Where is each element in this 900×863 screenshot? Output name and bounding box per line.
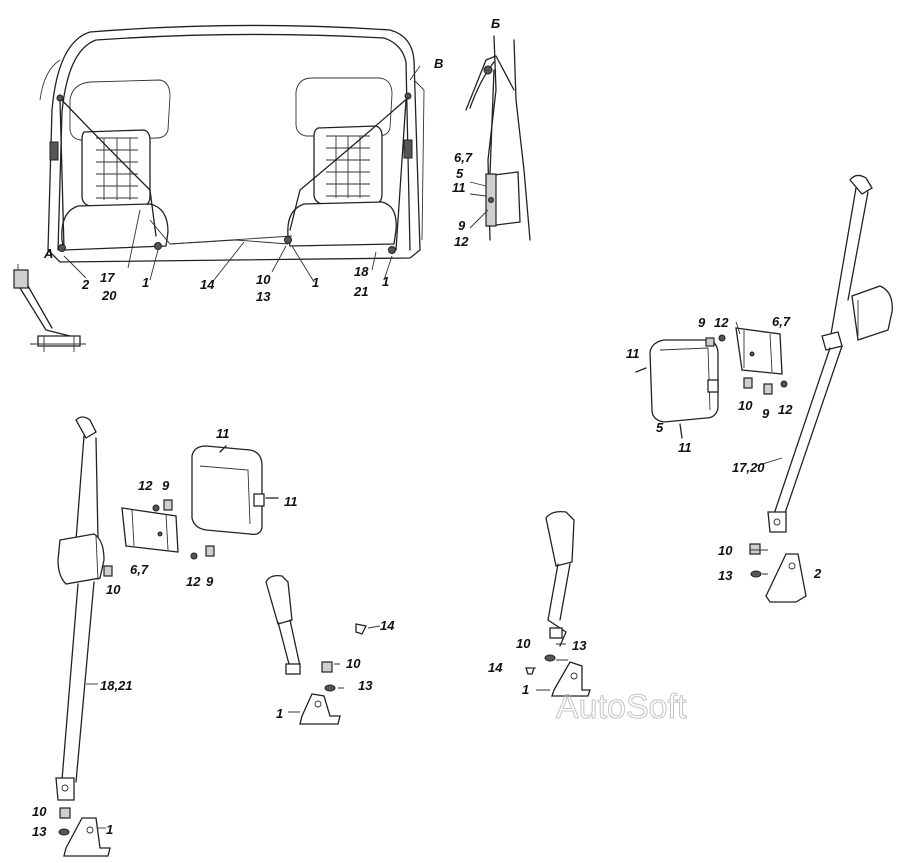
- callout-c7: 13: [256, 289, 271, 304]
- callout-c41: 1: [106, 822, 113, 837]
- callout-c27: 10: [718, 543, 733, 558]
- callout-c11: 1: [382, 274, 389, 289]
- callout-a2: Б: [491, 16, 500, 31]
- callout-c29: 2: [813, 566, 822, 581]
- callout-c23: 12: [778, 402, 793, 417]
- callout-c13: 5: [456, 166, 464, 181]
- callout-c46: 10: [516, 636, 531, 651]
- callout-c5: 14: [200, 277, 215, 292]
- left-seat: [61, 129, 169, 251]
- callout-c48: 14: [488, 660, 503, 675]
- view-b-detail: [465, 35, 531, 241]
- callout-c30: 11: [216, 426, 230, 441]
- callout-c10: 21: [353, 284, 368, 299]
- right-seat: [287, 125, 397, 247]
- belt-17-20: [755, 174, 893, 533]
- callout-c18: 12: [714, 315, 729, 330]
- callout-c4: 1: [142, 275, 149, 290]
- cover-panel-left: [103, 445, 279, 577]
- anchor-bracket-2: [749, 543, 807, 603]
- callout-c21: 10: [738, 398, 753, 413]
- callout-c20: 11: [626, 346, 640, 361]
- callout-c2: 20: [101, 288, 117, 303]
- callout-a1: А: [43, 246, 53, 261]
- callout-c31: 11: [284, 494, 298, 509]
- view-a-detail: [13, 264, 86, 352]
- callout-a3: В: [434, 56, 443, 71]
- callout-c37: 9: [206, 574, 214, 589]
- callout-c26: 17,20: [732, 460, 765, 475]
- callout-c8: 1: [312, 275, 319, 290]
- callout-c14: 11: [452, 180, 466, 195]
- watermark-text: AutoSoft: [556, 688, 687, 726]
- callout-c34: 6,7: [130, 562, 149, 577]
- cover-panel-right: [635, 321, 788, 439]
- callout-c42: 14: [380, 618, 395, 633]
- callout-c38: 18,21: [100, 678, 133, 693]
- callout-c16: 12: [454, 234, 469, 249]
- callout-c49: 1: [522, 682, 529, 697]
- callout-c17: 9: [698, 315, 706, 330]
- callout-c40: 13: [32, 824, 47, 839]
- callout-c45: 1: [276, 706, 283, 721]
- callout-c36: 12: [186, 574, 201, 589]
- callout-c39: 10: [32, 804, 47, 819]
- callout-c3: 2: [81, 277, 90, 292]
- callout-c6: 10: [256, 272, 271, 287]
- callout-c25: 11: [678, 440, 692, 455]
- callout-c19: 6,7: [772, 314, 791, 329]
- callout-c28: 13: [718, 568, 733, 583]
- buckle-right: [525, 510, 591, 697]
- callout-c24: 5: [656, 420, 664, 435]
- callout-c12: 6,7: [454, 150, 473, 165]
- belt-18-21: [55, 416, 105, 801]
- callout-c44: 13: [358, 678, 373, 693]
- callout-c1: 17: [100, 270, 115, 285]
- callout-c47: 13: [572, 638, 587, 653]
- anchor-bracket-bottom-left: [58, 807, 111, 857]
- callout-c33: 9: [162, 478, 170, 493]
- callout-c22: 9: [762, 406, 770, 421]
- buckle-left: [265, 574, 381, 725]
- cab-interior-view: [39, 24, 425, 283]
- callout-c32: 12: [138, 478, 153, 493]
- callout-c43: 10: [346, 656, 361, 671]
- callout-c35: 10: [106, 582, 121, 597]
- callout-c15: 9: [458, 218, 466, 233]
- callout-c9: 18: [354, 264, 369, 279]
